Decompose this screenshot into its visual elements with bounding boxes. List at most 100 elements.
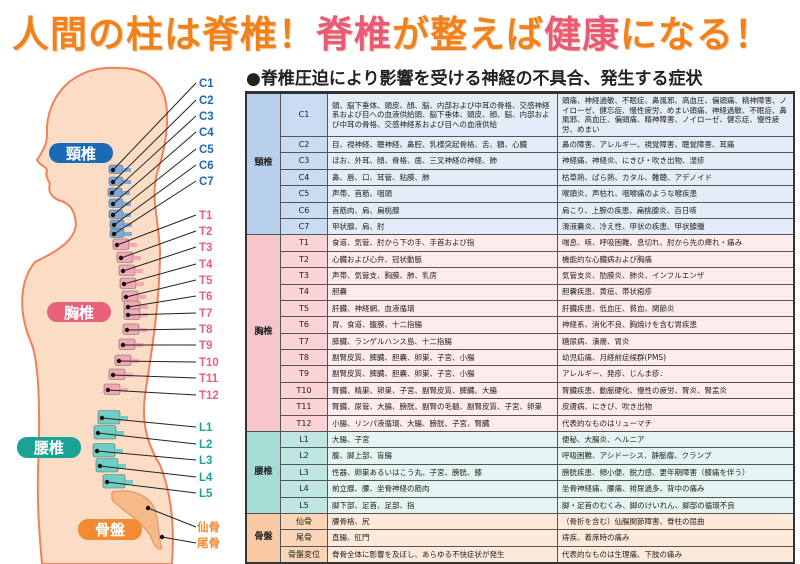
leader-line	[116, 214, 197, 246]
leader-line	[122, 246, 197, 272]
level-cell: L4	[280, 480, 328, 498]
table-row: 尾骨直腸、肛門痔疾、着席時の痛み	[246, 529, 795, 547]
vertebra-label: C5	[199, 144, 214, 156]
organs-cell: 胃、食道、腹膜、十二指腸	[327, 316, 558, 334]
vertebra-dot	[110, 372, 116, 378]
leader-line	[161, 536, 197, 544]
vertebra-label: T11	[199, 373, 219, 385]
group-cell: 頸椎	[245, 91, 281, 236]
vertebra-label: L5	[199, 488, 213, 500]
vertebra-labels: C1C2C3C4C5C6C7T1T2T3T4T5T6T7T8T9T10T11T1…	[196, 78, 220, 550]
level-cell: C4	[280, 168, 328, 187]
symptoms-cell: 脚・足首のむくみ、脚のけいれん、脚部の循環不良	[557, 496, 795, 514]
leader-line	[112, 131, 197, 205]
group-cell: 腰椎	[245, 431, 281, 514]
vertebra-label: T10	[199, 357, 219, 369]
vertebra	[97, 410, 128, 425]
vertebra-label: T8	[199, 324, 213, 336]
symptoms-cell: 鼻の障害、アレルギー、視覚障害、聴覚障害、耳痛	[557, 135, 795, 154]
symptoms-cell: 枯草熱、ばら熱、カタル、難聴、アデノイド	[557, 168, 795, 187]
organs-cell: 性器、卵巣あるいはこう丸、子宮、膀胱、膝	[327, 463, 558, 482]
symptoms-cell: 喘息、咳、呼吸困難、息切れ、肘から先の痺れ・痛み	[557, 234, 795, 252]
symptoms-cell: 腎臓疾患、動脈硬化、慢性の疲労、腎炎、腎盂炎	[557, 381, 795, 400]
organs-cell: 頭、脳下垂体、頭皮、顔、脳、内部および中耳の骨格、交感神経系および目への血液供給…	[327, 92, 558, 137]
organs-cell: 直腸、肛門	[327, 529, 558, 547]
vertebra-dot	[118, 255, 124, 261]
symptoms-cell: 呼吸困難、アシドーシス、静脈瘤、クランプ	[557, 447, 795, 465]
level-cell: 尾骨	[280, 529, 328, 547]
symptoms-cell: 糖尿病、潰瘍、胃炎	[557, 332, 795, 351]
symptoms-cell: アレルギー、発疹、じんま疹．	[557, 365, 795, 383]
title-highlight: 脊椎	[316, 13, 392, 56]
organs-cell: 声帯、気管支、胸膜、肺、乳房	[327, 267, 558, 285]
leader-line	[112, 82, 197, 171]
vertebra-label: L2	[199, 439, 212, 451]
vertebra-dot	[124, 327, 130, 333]
symptoms-cell: 頭痛、神経過敏、不眠症、鼻風邪、高血圧、偏頭痛、精神障害、ノイローゼ、健忘症、慢…	[557, 92, 795, 137]
symptoms-cell: 幼児疝痛、月経前症候群(PMS)	[557, 349, 795, 367]
level-cell: T10	[280, 381, 328, 400]
level-cell: L3	[280, 463, 328, 482]
badge-thoracic-label: 胸椎	[64, 304, 94, 322]
level-cell: T8	[280, 349, 328, 367]
title-part: が整えば	[392, 13, 544, 56]
vertebra-dot	[105, 387, 111, 393]
level-cell: T2	[280, 250, 328, 269]
organs-cell: 腹、脚上部、盲腸	[327, 447, 558, 465]
leader-line	[125, 279, 197, 298]
symptoms-cell: 痔疾、着席時の痛み	[557, 529, 795, 547]
vertebra	[95, 458, 126, 473]
vertebra-dot	[121, 281, 127, 287]
table-heading: ●脊椎圧迫により影響を受ける神経の不具合、発生する症状	[246, 69, 703, 89]
leader-line	[107, 389, 197, 396]
vertebra-dot	[99, 415, 105, 421]
organs-cell: 膵臓、ランゲルハンス島、十二指腸	[327, 332, 558, 351]
vertebra-dot	[110, 201, 116, 207]
vertebra-dot	[125, 304, 131, 310]
organs-cell: 首筋肉、肩、扁桃腺	[327, 201, 558, 219]
organs-cell: 腎臓、尿管、大腸、膀胱、副腎の毛髄、副腎皮質、子宮、卵巣	[327, 398, 558, 416]
vertebra-dot	[97, 463, 103, 469]
title-part: 人間の柱は	[12, 13, 202, 56]
vertebra-label: T6	[199, 291, 212, 303]
organs-cell: 小腸、リンパ液循環、大腸、膀胱、子宮、腎臓	[327, 414, 558, 433]
level-cell: L2	[280, 447, 328, 465]
symptoms-cell: 滑液嚢炎、冷え性、甲状の疾患、甲状腺腫	[557, 217, 795, 236]
vertebra-label: L3	[199, 455, 212, 467]
level-cell: C5	[280, 185, 328, 203]
vertebra-label: T4	[199, 259, 213, 271]
organs-cell: 肝臓、神経網、血液循環	[327, 299, 558, 318]
vertebra-label: C1	[199, 78, 214, 90]
group-cell: 骨盤	[245, 512, 281, 564]
symptoms-cell: 便秘、大腸炎、ヘルニア	[557, 431, 795, 449]
badge-pelvis-label: 骨盤	[95, 521, 126, 539]
organs-cell: 食道、気管、肘から下の手、手首および指	[327, 234, 558, 252]
level-cell: T4	[280, 283, 328, 301]
organs-cell: 心臓および心弁、冠状動脈	[327, 250, 558, 269]
symptoms-cell: 代表的なものは生理痛、下肢の痛み	[557, 545, 795, 564]
leader-line	[127, 295, 197, 308]
vertebra-dot	[111, 231, 117, 237]
symptoms-cell: 気管支炎、肋膜炎、肺炎、インフルエンザ	[557, 267, 795, 285]
leader-line	[101, 417, 197, 428]
vertebra-label: C7	[199, 176, 214, 188]
title-part: になる！	[620, 13, 772, 56]
badge-pelvis: 骨盤	[78, 519, 142, 540]
level-cell: T1	[280, 234, 328, 252]
